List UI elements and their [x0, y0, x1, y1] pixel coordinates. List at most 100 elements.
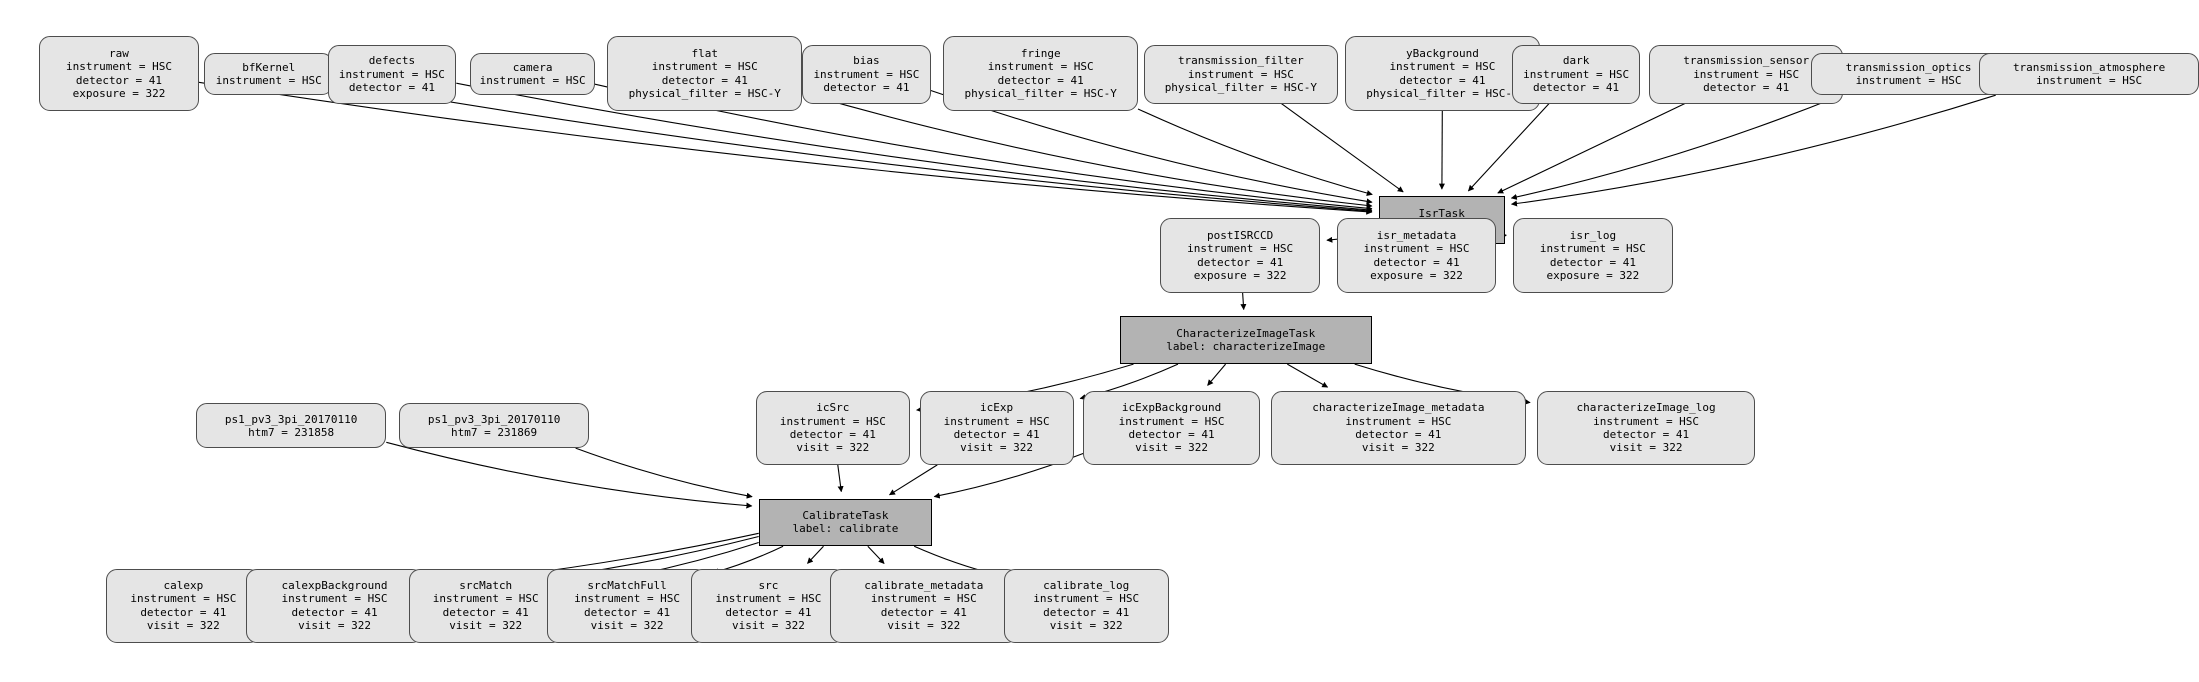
node-attribute: visit = 322 [732, 618, 805, 632]
node-attribute: instrument = HSC [870, 592, 977, 606]
node-attribute: detector = 41 [1533, 80, 1620, 94]
node-name: icExpBackground [1121, 401, 1222, 415]
node-name: srcMatchFull [587, 579, 667, 593]
edge-fringe-to-IsrTask [1137, 108, 1373, 196]
node-name: ps1_pv3_3pi_20170110 [427, 412, 561, 426]
node-attribute: instrument = HSC [1693, 67, 1800, 81]
node-attribute: instrument = HSC [1539, 242, 1646, 256]
node-name: characterizeImage_log [1576, 401, 1716, 415]
node-name: transmission_sensor [1683, 54, 1810, 68]
node-attribute: visit = 322 [1049, 618, 1123, 632]
node-name: flat [691, 47, 719, 61]
node-attribute: exposure = 322 [1370, 268, 1463, 282]
edge-transmission_sensor-to-IsrTask [1497, 103, 1685, 194]
edge-icExp-to-CalibrateTask [888, 464, 938, 496]
node-name: calibrate_log [1043, 579, 1130, 593]
node-name: raw [109, 47, 129, 61]
node-attribute: detector = 41 [1703, 80, 1790, 94]
node-name: dark [1562, 54, 1590, 68]
node-attribute: instrument = HSC [215, 74, 322, 88]
node-attribute: visit = 322 [1135, 441, 1208, 455]
edge-transmission_filter-to-IsrTask [1281, 103, 1404, 193]
node-attribute: physical_filter = HSC-Y [1164, 80, 1318, 94]
node-attribute: instrument = HSC [479, 74, 586, 88]
node-attribute: detector = 41 [140, 605, 227, 619]
node-attribute: instrument = HSC [779, 414, 886, 428]
edge-transmission_optics-to-IsrTask [1510, 94, 1842, 200]
node-attribute: instrument = HSC [1855, 74, 1962, 88]
edge-postISRCCD-to-CharacterizeImageTask [1240, 292, 1247, 311]
node-attribute: visit = 322 [146, 618, 220, 632]
node-attribute: instrument = HSC [130, 592, 237, 606]
node-attribute: detector = 41 [880, 605, 967, 619]
node-attribute: detector = 41 [1128, 427, 1215, 441]
node-attribute: visit = 322 [1361, 441, 1435, 455]
node-attribute: instrument = HSC [715, 592, 822, 606]
node-attribute: instrument = HSC [65, 60, 172, 74]
node-attribute: instrument = HSC [1389, 60, 1496, 74]
node-attribute: instrument = HSC [1363, 242, 1470, 256]
node-attribute: visit = 322 [449, 618, 523, 632]
node-attribute: htm7 = 231858 [248, 425, 335, 439]
node-attribute: visit = 322 [590, 618, 664, 632]
node-name: IsrTask [1418, 206, 1465, 220]
node-name: isr_metadata [1376, 229, 1457, 243]
node-attribute: detector = 41 [1549, 255, 1636, 269]
node-attribute: label: calibrate [792, 522, 899, 536]
node-attribute: instrument = HSC [987, 60, 1094, 74]
node-attribute: instrument = HSC [813, 67, 920, 81]
node-attribute: visit = 322 [1609, 441, 1683, 455]
edge-CalibrateTask-to-src [807, 545, 824, 564]
node-attribute: detector = 41 [823, 80, 910, 94]
node-attribute: visit = 322 [960, 441, 1034, 455]
node-attribute: htm7 = 231869 [451, 425, 538, 439]
node-attribute: instrument = HSC [1345, 414, 1452, 428]
node-attribute: detector = 41 [789, 427, 876, 441]
node-name: bias [853, 54, 880, 68]
node-attribute: physical_filter = HSC-Y [1366, 86, 1519, 100]
node-attribute: detector = 41 [442, 605, 529, 619]
node-name: icSrc [816, 401, 850, 415]
node-attribute: visit = 322 [298, 618, 371, 632]
node-attribute: detector = 41 [1197, 255, 1284, 269]
node-name: postISRCCD [1207, 229, 1274, 243]
node-attribute: label: characterizeImage [1166, 340, 1326, 354]
edge-CalibrateTask-to-calibrate_metadata [867, 545, 885, 564]
node-name: isr_log [1569, 229, 1617, 243]
node-attribute: instrument = HSC [1523, 67, 1630, 81]
edge-CharacterizeImageTask-to-icExpBackground [1207, 363, 1227, 386]
node-attribute: detector = 41 [348, 80, 435, 94]
